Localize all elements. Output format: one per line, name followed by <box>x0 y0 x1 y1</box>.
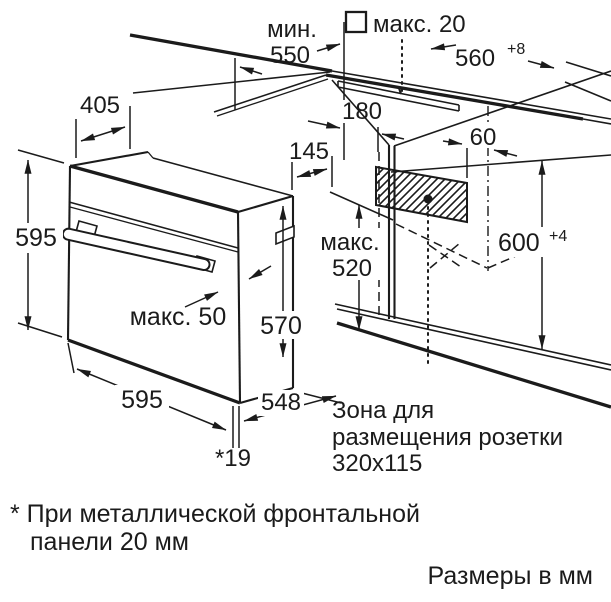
door-handle <box>61 220 216 273</box>
dim-front-overhang-19: *19 <box>215 406 251 472</box>
dim-label-min: мин. <box>267 16 317 43</box>
dim-oven-width-595: 595 <box>67 342 234 448</box>
dim-body-height-570: 570 <box>258 205 305 358</box>
wall-and-worktop <box>129 33 611 125</box>
dim-label-520: 520 <box>332 255 372 282</box>
socket-point <box>423 194 433 204</box>
dim-niche-height-600: 600 +4 <box>496 160 574 350</box>
dim-label-max-50: макс. 50 <box>130 303 227 331</box>
cabinet <box>329 70 611 409</box>
dim-label-548: 548 <box>261 389 301 416</box>
floor-line <box>336 321 611 409</box>
dim-top-gap-145: 145 <box>289 138 333 190</box>
dim-label-595-height: 595 <box>15 224 57 252</box>
socket-zone-hatch <box>375 165 468 224</box>
dim-label-560: 560 <box>455 45 495 72</box>
dim-socket-offset-60: 60 <box>442 124 518 178</box>
socket-note-line1: Зона для <box>332 397 434 424</box>
dim-handle-max-50: макс. 50 <box>130 265 272 331</box>
socket-zone-note: Зона для размещения розетки 320x115 <box>332 397 563 477</box>
footnote-line2: панели 20 мм <box>30 528 189 556</box>
dim-label-550: 550 <box>270 42 310 69</box>
dim-cutout-560: 560 +8 <box>430 41 555 72</box>
units-note: Размеры в мм <box>428 562 593 590</box>
dim-label-600-tol: +4 <box>549 228 567 245</box>
control-panel-line <box>68 201 239 249</box>
dim-label-max-20: макс. 20 <box>373 11 466 38</box>
footnote: * При металлической фронтальной панели 2… <box>10 500 420 556</box>
oven-top-front-edge <box>69 164 239 214</box>
dim-label-405: 405 <box>80 92 120 119</box>
dim-hob-max-20: макс. 20 <box>344 10 466 93</box>
dim-label-star19: *19 <box>215 445 251 472</box>
dim-label-570: 570 <box>260 312 302 340</box>
socket-note-line3: 320x115 <box>332 450 422 477</box>
dim-body-depth-548: 548 <box>243 389 342 422</box>
dim-label-595-width: 595 <box>121 386 163 414</box>
dim-label-180: 180 <box>342 98 382 125</box>
dim-label-maks: макс. <box>320 229 379 256</box>
square-symbol-icon <box>344 10 368 34</box>
dim-label-145: 145 <box>289 138 329 165</box>
dim-label-600: 600 <box>498 229 540 257</box>
socket-zone <box>375 165 468 369</box>
socket-note-line2: размещения розетки <box>332 424 563 451</box>
dim-oven-height-595: 595 <box>11 149 65 338</box>
dim-label-560-tol: +8 <box>507 41 525 58</box>
dim-label-60: 60 <box>470 124 497 151</box>
dim-niche-depth-520: макс. 520 <box>315 204 385 331</box>
dim-min-550: мин. 550 <box>234 16 345 110</box>
dim-rear-offset-180: 180 <box>307 98 405 160</box>
dim-top-depth-405: 405 <box>75 92 131 158</box>
footnote-line1: * При металлической фронтальной <box>10 500 420 528</box>
